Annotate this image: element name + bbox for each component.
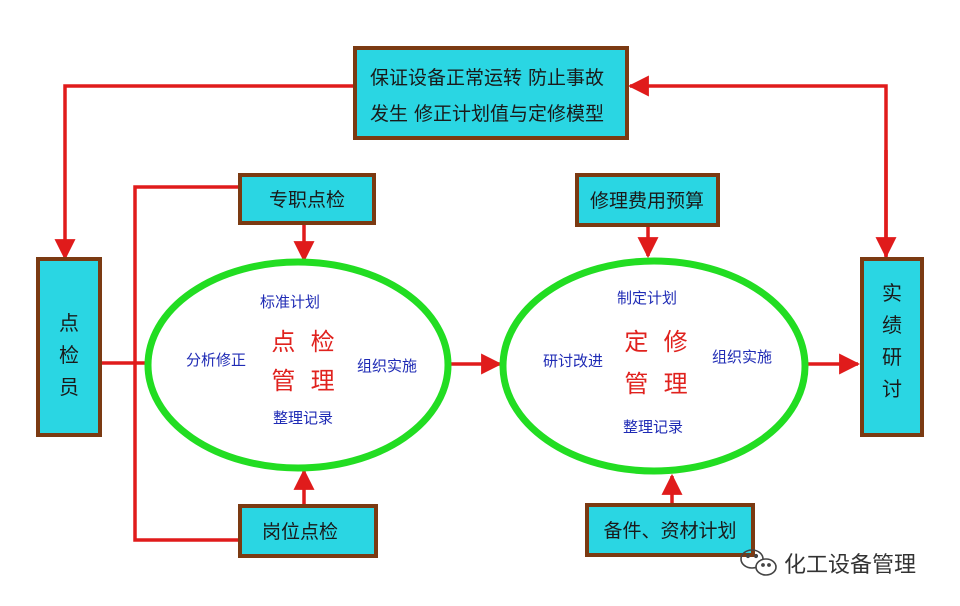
review-char-3: 研 (882, 345, 902, 369)
inspector-char-2: 检 (59, 343, 79, 367)
review-char-4: 讨 (882, 377, 902, 401)
repair-step-plan: 制定计划 (617, 289, 677, 307)
watermark-text: 化工设备管理 (784, 553, 916, 578)
repair-title-line-1: 定 修 (624, 328, 687, 356)
inspection-step-execute: 组织实施 (357, 357, 417, 375)
parts-plan-label: 备件、资材计划 (603, 520, 736, 542)
inspection-step-record: 整理记录 (273, 409, 333, 427)
inspector-bracket (133, 185, 240, 542)
parts-plan-box: 备件、资材计划 (585, 503, 755, 557)
review-char-1: 实 (882, 281, 902, 305)
repair-title-line-2: 管 理 (624, 370, 687, 398)
inspector-char-3: 员 (59, 375, 79, 399)
repair-step-record: 整理记录 (623, 418, 683, 436)
repair-step-execute: 组织实施 (712, 348, 772, 366)
goal-line-2: 发生 修正计划值与定修模型 (370, 103, 604, 125)
inspection-cycle: 标准计划 分析修正 组织实施 整理记录 点 检 管 理 (144, 258, 452, 472)
repair-budget-label: 修理费用预算 (590, 190, 704, 212)
repair-cycle: 制定计划 研讨改进 组织实施 整理记录 定 修 管 理 (499, 257, 809, 475)
repair-step-improve: 研讨改进 (543, 352, 603, 370)
fulltime-inspection-label: 专职点检 (269, 189, 345, 211)
goal-box: 保证设备正常运转 防止事故 发生 修正计划值与定修模型 (353, 46, 629, 140)
review-box: 实 绩 研 讨 (860, 257, 924, 437)
repair-budget-box: 修理费用预算 (575, 173, 720, 227)
inspection-title-line-1: 点 检 (271, 328, 334, 356)
review-char-2: 绩 (882, 313, 902, 337)
arrow-top-to-inspector (54, 84, 355, 261)
goal-line-1: 保证设备正常运转 防止事故 (370, 67, 604, 89)
inspection-step-analyze: 分析修正 (186, 351, 246, 369)
arrow-review-to-top (627, 75, 888, 258)
post-inspection-box: 岗位点检 (238, 504, 378, 558)
connectors (54, 75, 897, 542)
post-inspection-label: 岗位点检 (262, 521, 338, 543)
inspector-char-1: 点 (59, 311, 79, 335)
inspection-step-plan: 标准计划 (260, 293, 320, 311)
inspector-box: 点 检 员 (36, 257, 102, 437)
watermark: 化工设备管理 (740, 549, 916, 578)
inspection-title-line-2: 管 理 (271, 367, 334, 395)
fulltime-inspection-box: 专职点检 (238, 173, 376, 225)
wechat-icon (740, 549, 777, 576)
